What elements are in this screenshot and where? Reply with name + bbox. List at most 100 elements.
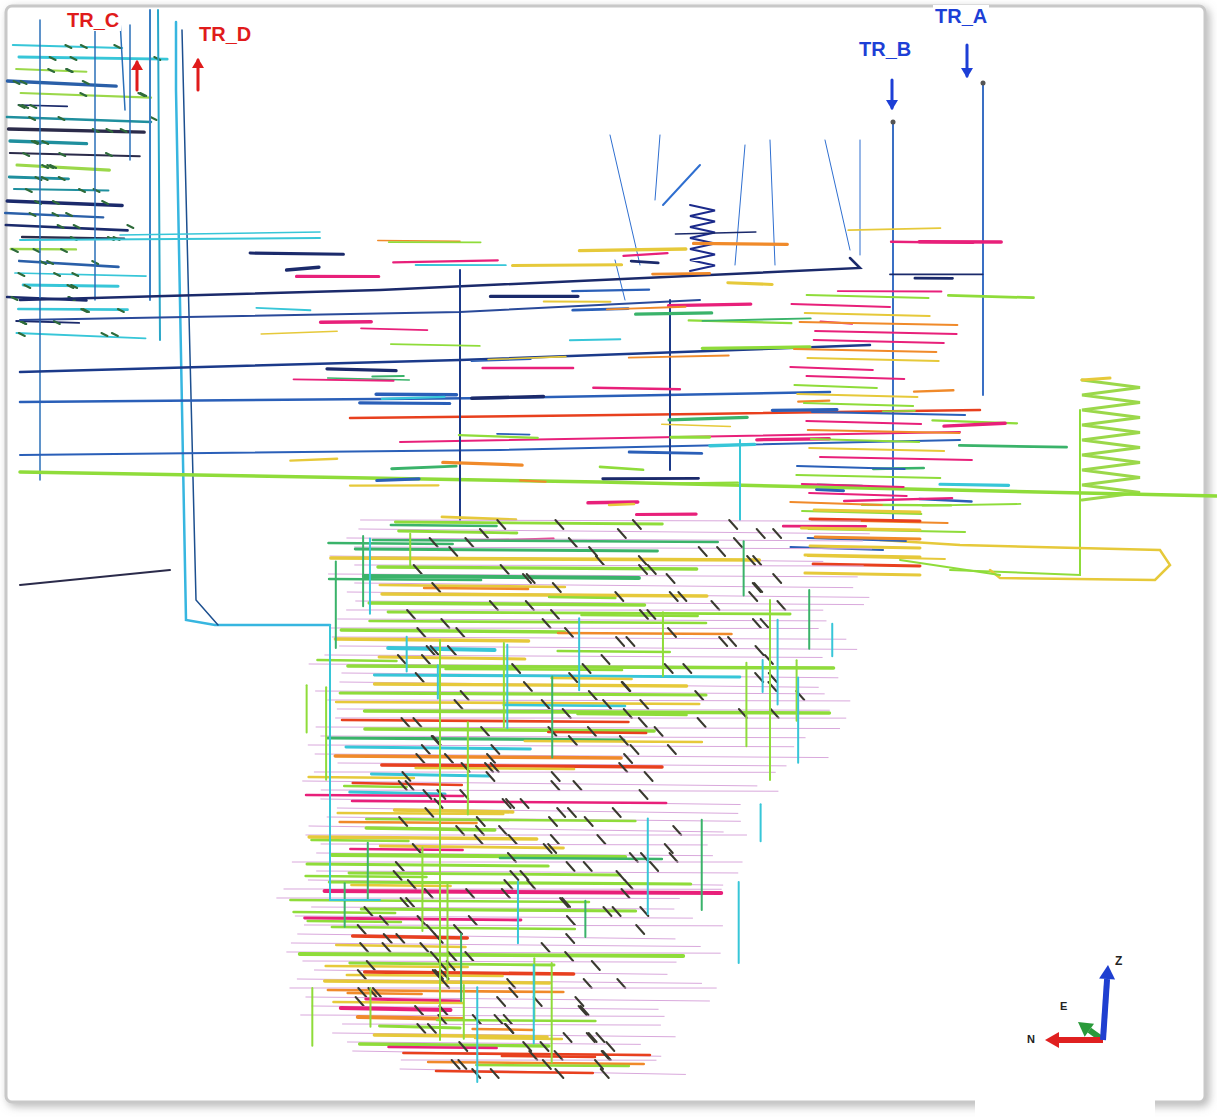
drive (11, 248, 76, 251)
drive (424, 588, 528, 589)
crosscut (648, 565, 656, 574)
raise (584, 901, 586, 937)
crosscut (358, 925, 366, 934)
crosscut (33, 249, 39, 252)
raise (369, 538, 371, 613)
drive (815, 537, 920, 539)
crosscut (435, 934, 443, 943)
arrow-head (886, 100, 898, 110)
raise (578, 618, 580, 690)
drive (366, 999, 460, 1001)
crosscut (552, 772, 560, 781)
crosscut (569, 673, 577, 682)
crosscut (29, 117, 35, 120)
drive (603, 477, 699, 480)
drive (340, 822, 477, 823)
drive (810, 546, 920, 548)
crosscut (543, 1060, 551, 1069)
crosscut (112, 333, 118, 336)
drive (365, 972, 574, 974)
drive (558, 633, 731, 634)
drive (309, 777, 414, 778)
raise (503, 643, 505, 727)
drive (335, 639, 528, 641)
drive (812, 412, 965, 415)
crosscut (54, 273, 60, 276)
crosscut (527, 880, 535, 889)
drive (923, 504, 1021, 506)
drive (473, 1029, 534, 1030)
drive-faint (321, 799, 740, 805)
crosscut (622, 682, 630, 691)
drive (329, 882, 690, 884)
crosscut (575, 997, 583, 1006)
crosscut (101, 333, 107, 336)
drive (502, 1056, 595, 1057)
crosscut (765, 655, 773, 664)
shaft (149, 10, 151, 300)
crosscut (449, 547, 457, 556)
drive (348, 993, 422, 994)
drive (798, 401, 829, 402)
crosscut (477, 817, 485, 826)
crosscut (23, 153, 29, 156)
raise (325, 687, 327, 780)
crosscut (616, 871, 624, 880)
crosscut (505, 1024, 513, 1033)
drive (18, 308, 127, 311)
crosscut (499, 826, 507, 835)
crosscut (667, 574, 675, 583)
crosscut (633, 520, 641, 529)
drive (609, 504, 634, 505)
shaft-label: TR_B (857, 38, 913, 60)
drive (325, 891, 722, 893)
drive (9, 129, 145, 132)
crosscut (459, 1042, 467, 1051)
drive (7, 201, 122, 206)
drive-faint (312, 1006, 658, 1009)
drive-faint (308, 880, 722, 885)
raise (762, 660, 764, 692)
shaft (158, 10, 160, 340)
ramp (1082, 378, 1110, 380)
crosscut (413, 718, 421, 727)
crosscut (106, 129, 112, 132)
crosscut (504, 880, 512, 889)
drive (915, 277, 953, 280)
raise (551, 963, 553, 1063)
crosscut (414, 565, 422, 574)
raise (701, 820, 703, 910)
raise (447, 884, 449, 981)
drive (399, 531, 517, 533)
crosscut (396, 934, 404, 943)
crosscut (549, 817, 557, 826)
crosscut (639, 718, 647, 727)
drive (653, 272, 710, 275)
crosscut (154, 57, 160, 60)
raise (409, 534, 411, 568)
crosscut (620, 736, 628, 745)
drive (588, 500, 638, 504)
drive (710, 444, 755, 445)
shaft (669, 300, 671, 470)
drive (380, 846, 563, 848)
crosscut (74, 225, 80, 228)
crosscut (613, 907, 621, 916)
drive (809, 493, 907, 496)
drive (636, 313, 712, 314)
crosscut (626, 637, 634, 646)
drive (321, 320, 372, 324)
shaft (94, 20, 96, 300)
crosscut (734, 538, 742, 547)
drive (372, 375, 403, 378)
crosscut (106, 153, 112, 156)
raise (406, 637, 408, 672)
drive (261, 331, 337, 334)
crosscut (497, 997, 505, 1006)
crosscut (678, 592, 686, 601)
drive (815, 331, 957, 334)
crosscut (569, 538, 577, 547)
axis-shaft (1059, 1037, 1103, 1043)
crosscut (364, 907, 372, 916)
axis-shaft (1103, 979, 1107, 1040)
